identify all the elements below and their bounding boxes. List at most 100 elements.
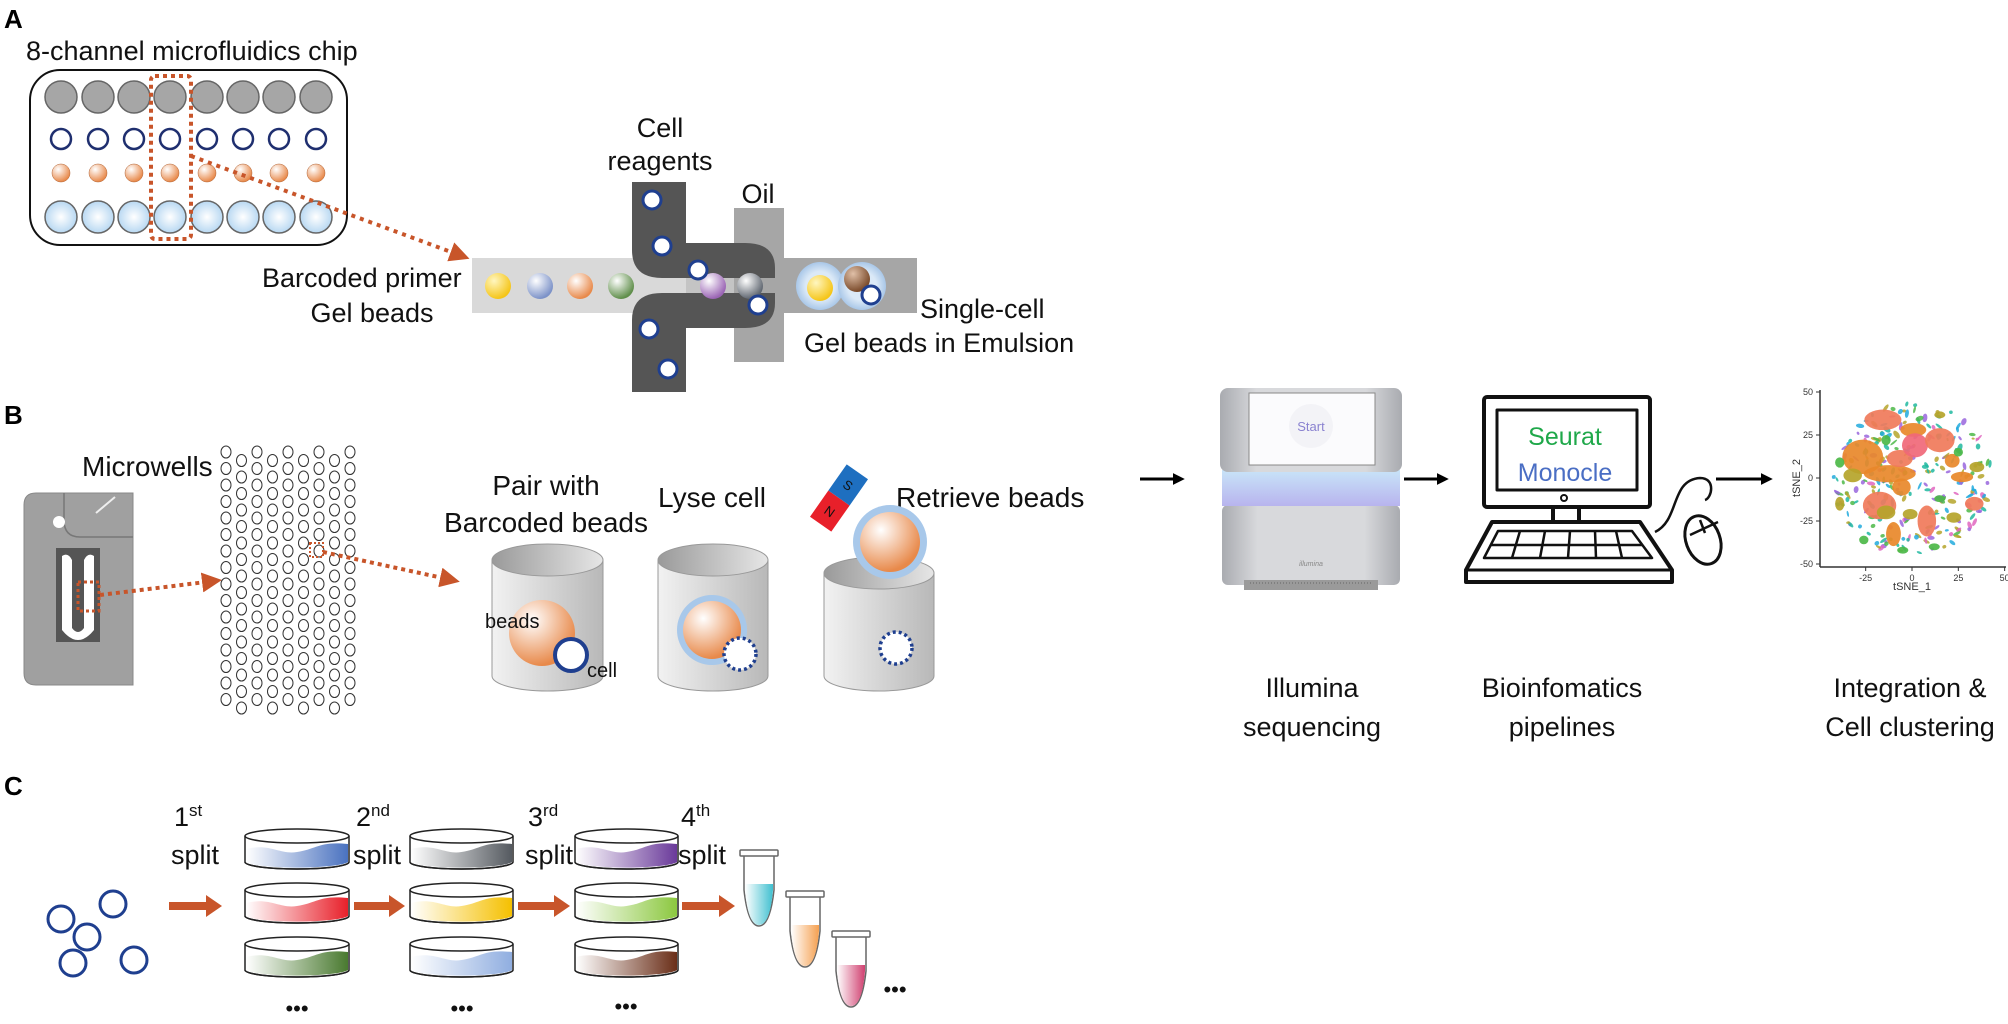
microwell [236, 569, 247, 583]
sample-well [190, 80, 224, 114]
microwell [313, 511, 325, 525]
microwell [236, 586, 247, 599]
microwell [267, 602, 278, 616]
microwell [267, 635, 278, 649]
cell-well [122, 127, 146, 151]
tsne-point [1905, 401, 1909, 407]
dish-medium [576, 951, 677, 976]
microwell [344, 511, 356, 525]
tsne-cluster [1892, 478, 1911, 496]
tsne-cluster [1944, 453, 1960, 468]
culture-dish [244, 936, 350, 978]
microwell [298, 635, 309, 649]
tube-liquid [791, 925, 819, 966]
oil-well [190, 200, 224, 234]
microwell [236, 602, 247, 616]
tsne-point [1967, 521, 1973, 529]
input-cells [46, 889, 149, 978]
split-arrow [169, 895, 222, 917]
microwell [313, 643, 325, 657]
microwell [236, 619, 247, 632]
cell [553, 637, 589, 673]
tsne-point [1961, 418, 1967, 426]
tsne-point [1977, 474, 1985, 479]
tsne-point [1858, 524, 1862, 529]
culture-dish [409, 882, 514, 924]
microwell [236, 668, 247, 682]
tsne-point [1902, 420, 1907, 425]
tsne-point [1949, 540, 1956, 546]
tsne-point [1853, 486, 1859, 494]
microwell [251, 445, 263, 459]
sequencer-brand: illumina [1299, 561, 1323, 568]
tsne-point [1962, 462, 1967, 470]
microwell [251, 676, 263, 690]
dish-medium [246, 897, 348, 922]
tsne-point [1834, 490, 1841, 494]
tsne-cluster [1950, 471, 1974, 483]
microwell [313, 495, 325, 508]
bead-well [306, 163, 326, 183]
tsne-point [1863, 434, 1870, 438]
tsne-point [1931, 425, 1936, 430]
sample-well [44, 80, 78, 114]
microwells-label: Microwells [82, 451, 213, 482]
ellipsis: ••• [883, 977, 906, 1002]
tsne-point [1845, 491, 1851, 499]
tsne-point [1971, 488, 1977, 492]
sample-well [153, 80, 187, 114]
microwell [344, 478, 356, 492]
tsne-point [1901, 537, 1906, 541]
split-arrow [518, 895, 570, 917]
microwell [298, 553, 309, 566]
tube-cap [785, 890, 825, 898]
tsne-point [1985, 481, 1990, 485]
microwell [220, 660, 232, 673]
tube-liquid [837, 965, 865, 1006]
tsne-point [1956, 527, 1962, 532]
microwell [282, 594, 294, 607]
microwell [329, 635, 340, 649]
cell-reagents-label-1: Cell [637, 113, 684, 143]
dish-medium [411, 897, 512, 922]
tsne-point [1904, 409, 1909, 418]
microwell [329, 619, 340, 632]
well-cylinder-retrieve [823, 505, 935, 692]
microwell [329, 701, 340, 715]
microwell [313, 561, 325, 574]
tsne-cluster [1876, 505, 1896, 520]
microwell [344, 610, 356, 624]
microwell [298, 586, 309, 599]
step-bioinformatics-1: Bioinfomatics [1482, 673, 1643, 703]
microwell [298, 685, 309, 698]
tsne-point [1944, 507, 1949, 514]
tsne-point [1953, 534, 1962, 539]
microwell [298, 470, 309, 484]
microwell [220, 676, 232, 690]
tsne-point [1899, 519, 1904, 528]
tsne-point [1980, 506, 1987, 512]
tsne-point [1883, 444, 1890, 450]
microwell [298, 668, 309, 682]
collection-tube [785, 890, 825, 968]
tsne-point [1975, 510, 1981, 514]
microwell [267, 652, 278, 665]
tsne-cluster [1917, 505, 1937, 537]
tsne-cluster [1835, 457, 1845, 468]
tsne-point [1871, 485, 1877, 489]
tsne-point [1947, 498, 1957, 504]
oil-well [117, 200, 151, 234]
tsne-point [1870, 523, 1876, 529]
microwell [282, 528, 294, 541]
pair-label-2: Barcoded beads [444, 507, 648, 538]
emulsion-label-1: Single-cell [920, 294, 1045, 324]
tsne-point [1934, 456, 1939, 462]
tsne-point [1935, 462, 1939, 467]
tsne-point [1958, 436, 1962, 441]
emulsion-label-2: Gel beads in Emulsion [804, 328, 1074, 358]
microwell [344, 528, 356, 541]
tool-seurat: Seurat [1528, 423, 1602, 451]
microwell [282, 693, 294, 706]
microwell [220, 643, 232, 657]
ellipsis: ••• [614, 994, 637, 1019]
